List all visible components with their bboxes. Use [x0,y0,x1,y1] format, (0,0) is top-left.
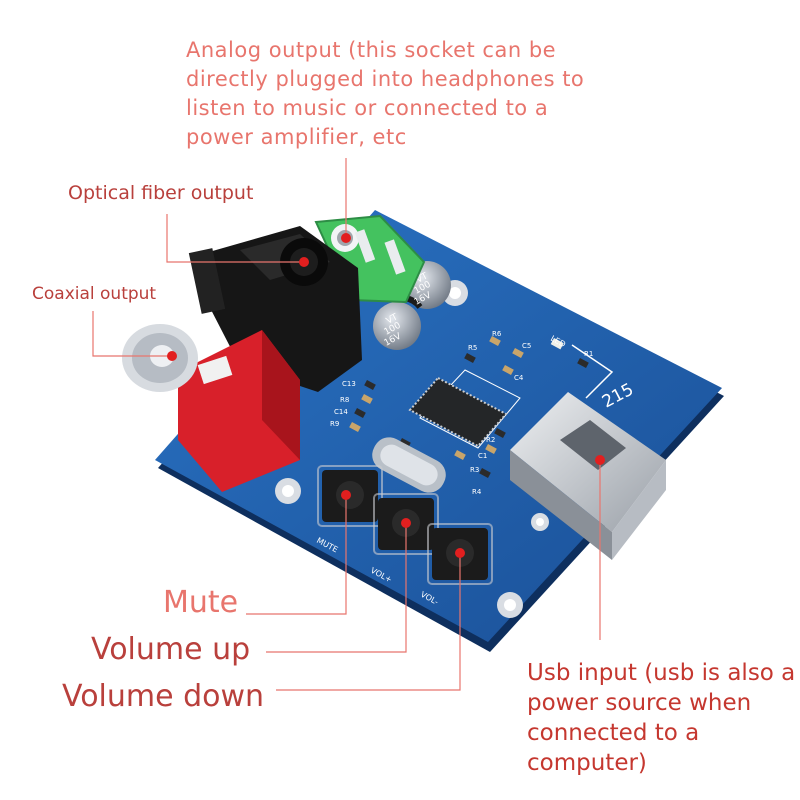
svg-text:R1: R1 [584,350,593,358]
marker-analog [341,233,351,243]
callout-volume-down: Volume down [62,679,265,714]
svg-text:R4: R4 [472,488,482,496]
leader-volume-down [276,553,461,691]
usb-b-connector [510,392,666,560]
svg-text:R9: R9 [330,420,339,428]
svg-text:R6: R6 [492,330,502,338]
marker-usb [595,455,605,465]
crystal-oscillator [372,437,446,493]
svg-text:C13: C13 [342,380,356,388]
callout-mute: Mute [163,585,239,620]
svg-text:C14: C14 [334,408,348,416]
marker-mute [341,490,351,500]
callout-coaxial-output: Coaxial output [32,284,157,304]
marker-volume-down [455,548,465,558]
svg-text:C4: C4 [514,374,524,382]
svg-text:R5: R5 [468,344,477,352]
svg-text:C1: C1 [478,452,487,460]
main-chip [408,376,508,448]
callout-analog-output: Analog output (this socket can be direct… [186,38,585,149]
callout-markers [167,233,605,558]
svg-text:C5: C5 [522,342,531,350]
leader-coaxial [92,311,172,357]
leader-optical [166,214,304,263]
callout-usb-input: Usb input (usb is also a power source wh… [527,660,796,776]
marker-optical [299,257,309,267]
marker-volume-up [401,518,411,528]
svg-text:R8: R8 [340,396,349,404]
coaxial-output-port [122,324,300,492]
leader-mute [246,495,347,615]
svg-text:R2: R2 [486,436,495,444]
marker-coaxial [167,351,177,361]
smd-components [349,336,614,478]
svg-text:R3: R3 [470,466,479,474]
leader-volume-up [266,523,407,653]
mounting-holes [275,280,549,618]
callout-optical-output: Optical fiber output [68,182,254,204]
leader-lines [92,158,601,691]
callout-volume-up: Volume up [91,632,251,667]
